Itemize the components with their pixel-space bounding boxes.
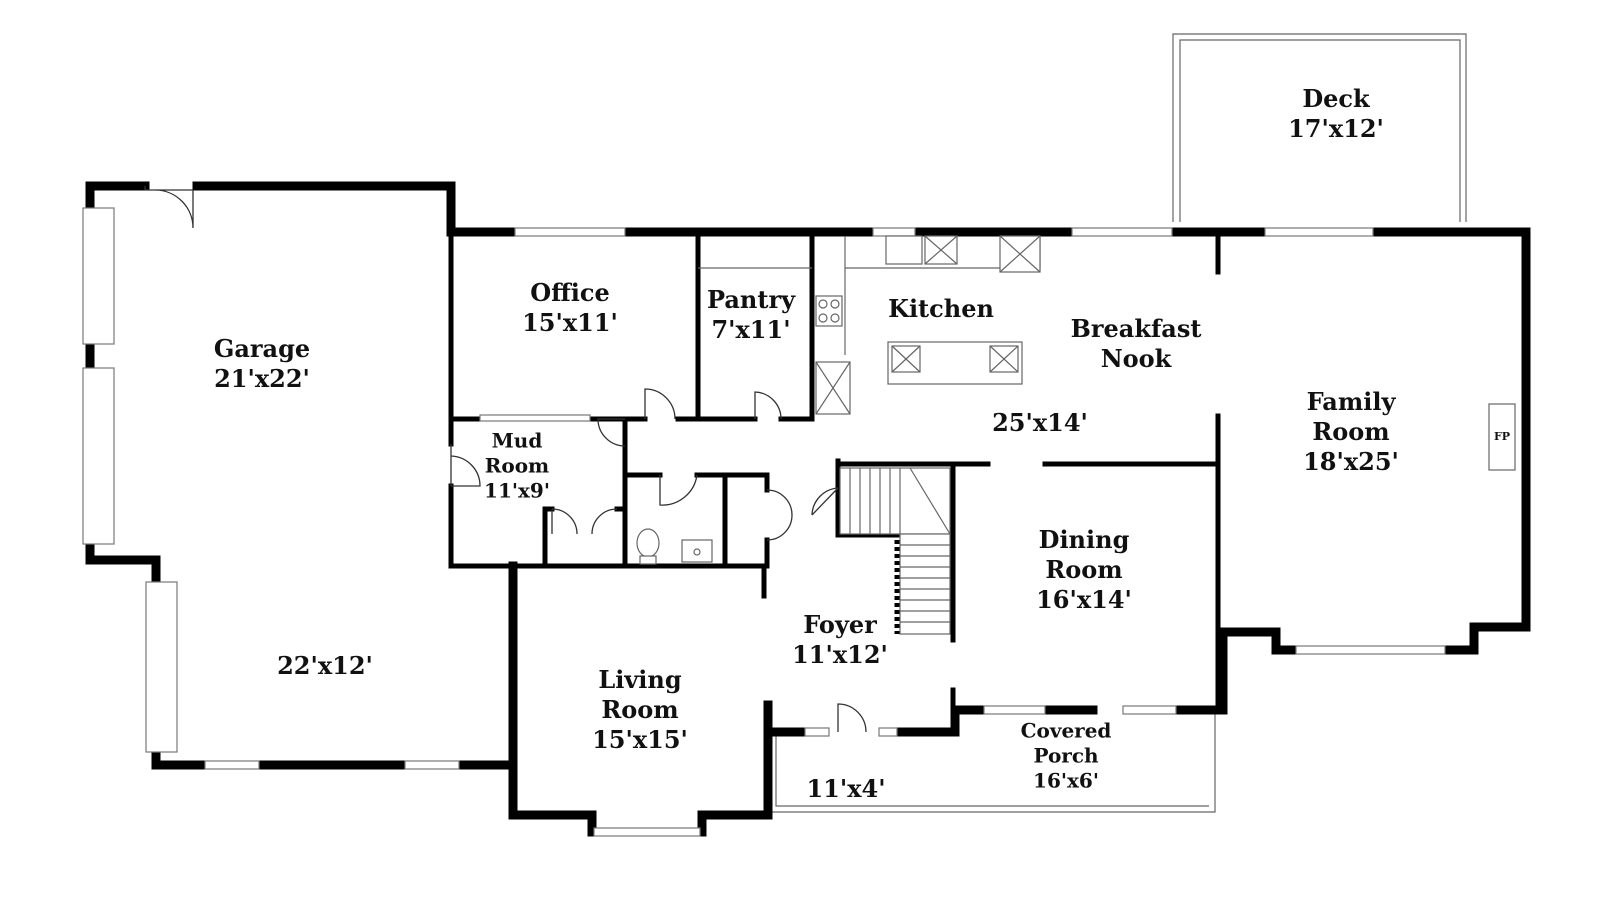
windows — [82, 207, 1446, 837]
foyer-size: 11'x12' — [792, 640, 888, 669]
entry-sidelight-1 — [804, 727, 830, 737]
dining-window-1 — [983, 705, 1046, 715]
kitchen-window — [872, 227, 916, 237]
nook-window — [1071, 227, 1173, 237]
powder-door — [659, 474, 698, 506]
mud-room-name-2: Room — [484, 453, 550, 478]
foyer-name: Foyer — [803, 610, 877, 639]
breakfast-nook-name-1: Breakfast — [1070, 314, 1202, 343]
living-room-size: 15'x15' — [592, 725, 688, 754]
pantry-door — [754, 391, 782, 420]
mud-room-name-1: Mud — [491, 428, 543, 453]
pantry-label: Pantry 7'x11' — [707, 285, 795, 345]
kitchen-name: Kitchen — [888, 294, 994, 323]
deck-label: Deck 17'x12' — [1288, 84, 1384, 144]
breakfast-nook-label: Breakfast Nook — [1071, 314, 1202, 374]
garage-window-3 — [145, 581, 178, 753]
mud-room-size: 11'x9' — [484, 478, 550, 503]
deck-outline — [1172, 33, 1467, 222]
foyer-label: Foyer 11'x12' — [792, 610, 888, 670]
entry-sidelight-2 — [878, 727, 898, 737]
mud-garage-door — [450, 444, 481, 487]
garage-window-1 — [82, 207, 115, 345]
garage-side-door — [144, 186, 194, 229]
front-porch-size: 11'x4' — [806, 774, 886, 803]
garage-label: Garage 21'x22' — [214, 334, 310, 394]
breakfast-nook-name-2: Nook — [1100, 344, 1172, 373]
garage-extension-size: 22'x12' — [277, 651, 373, 680]
staircase — [839, 467, 951, 635]
dining-room-name-2: Room — [1045, 555, 1123, 584]
deck-door — [1264, 227, 1374, 237]
mud-door — [597, 418, 626, 447]
dining-room-size: 16'x14' — [1036, 585, 1132, 614]
front-door — [837, 703, 867, 733]
kitchen-label: Kitchen — [888, 294, 994, 324]
covered-porch-label: Covered Porch 16'x6' — [1021, 719, 1112, 794]
pantry-name: Pantry — [706, 285, 796, 314]
living-window — [593, 827, 701, 837]
garage-window-5 — [404, 760, 460, 770]
family-room-name-1: Family — [1306, 387, 1396, 416]
living-room-name-1: Living — [598, 665, 682, 694]
office-size: 15'x11' — [522, 308, 618, 337]
covered-porch-size: 16'x6' — [1033, 768, 1099, 793]
pantry-size: 7'x11' — [711, 315, 791, 344]
garage-window-4 — [204, 760, 260, 770]
kitchen-nook-size: 25'x14' — [992, 408, 1088, 437]
garage-extension-label: 22'x12' — [277, 651, 373, 681]
garage-name: Garage — [213, 334, 311, 363]
kitchen-fixtures — [698, 235, 1041, 415]
exterior-walls — [85, 181, 1531, 837]
closet-door-1 — [551, 508, 618, 535]
office-window — [514, 227, 626, 237]
closet-door-2 — [766, 489, 793, 541]
family-room-name-2: Room — [1312, 417, 1390, 446]
vanity — [681, 539, 713, 563]
fireplace-text: FP — [1493, 430, 1511, 443]
office-door — [644, 388, 676, 420]
fireplace-label: FP — [1494, 431, 1510, 443]
family-room-label: Family Room 18'x25' — [1303, 387, 1399, 477]
stair-door — [811, 487, 839, 516]
garage-window-2 — [82, 367, 115, 545]
toilet — [636, 528, 660, 558]
office-name: Office — [530, 278, 610, 307]
fireplace-box — [1488, 403, 1516, 471]
family-room-size: 18'x25' — [1303, 447, 1399, 476]
kitchen-nook-size-label: 25'x14' — [992, 408, 1088, 438]
dining-window-2 — [1122, 705, 1177, 715]
mud-window — [479, 414, 591, 422]
office-label: Office 15'x11' — [522, 278, 618, 338]
covered-porch-name-2: Porch — [1033, 743, 1099, 768]
doors — [144, 186, 867, 733]
bath-fixtures — [636, 528, 713, 565]
living-room-label: Living Room 15'x15' — [592, 665, 688, 755]
living-room-name-2: Room — [601, 695, 679, 724]
family-window — [1295, 645, 1446, 655]
mud-room-label: Mud Room 11'x9' — [484, 429, 550, 504]
dining-room-name-1: Dining — [1038, 525, 1130, 554]
dining-room-label: Dining Room 16'x14' — [1036, 525, 1132, 615]
garage-size: 21'x22' — [214, 364, 310, 393]
deck-size: 17'x12' — [1288, 114, 1384, 143]
sink — [885, 235, 923, 265]
deck-name: Deck — [1302, 84, 1370, 113]
covered-porch-name-1: Covered — [1020, 718, 1112, 743]
cooktop — [815, 295, 843, 327]
front-porch-label: 11'x4' — [806, 774, 885, 804]
